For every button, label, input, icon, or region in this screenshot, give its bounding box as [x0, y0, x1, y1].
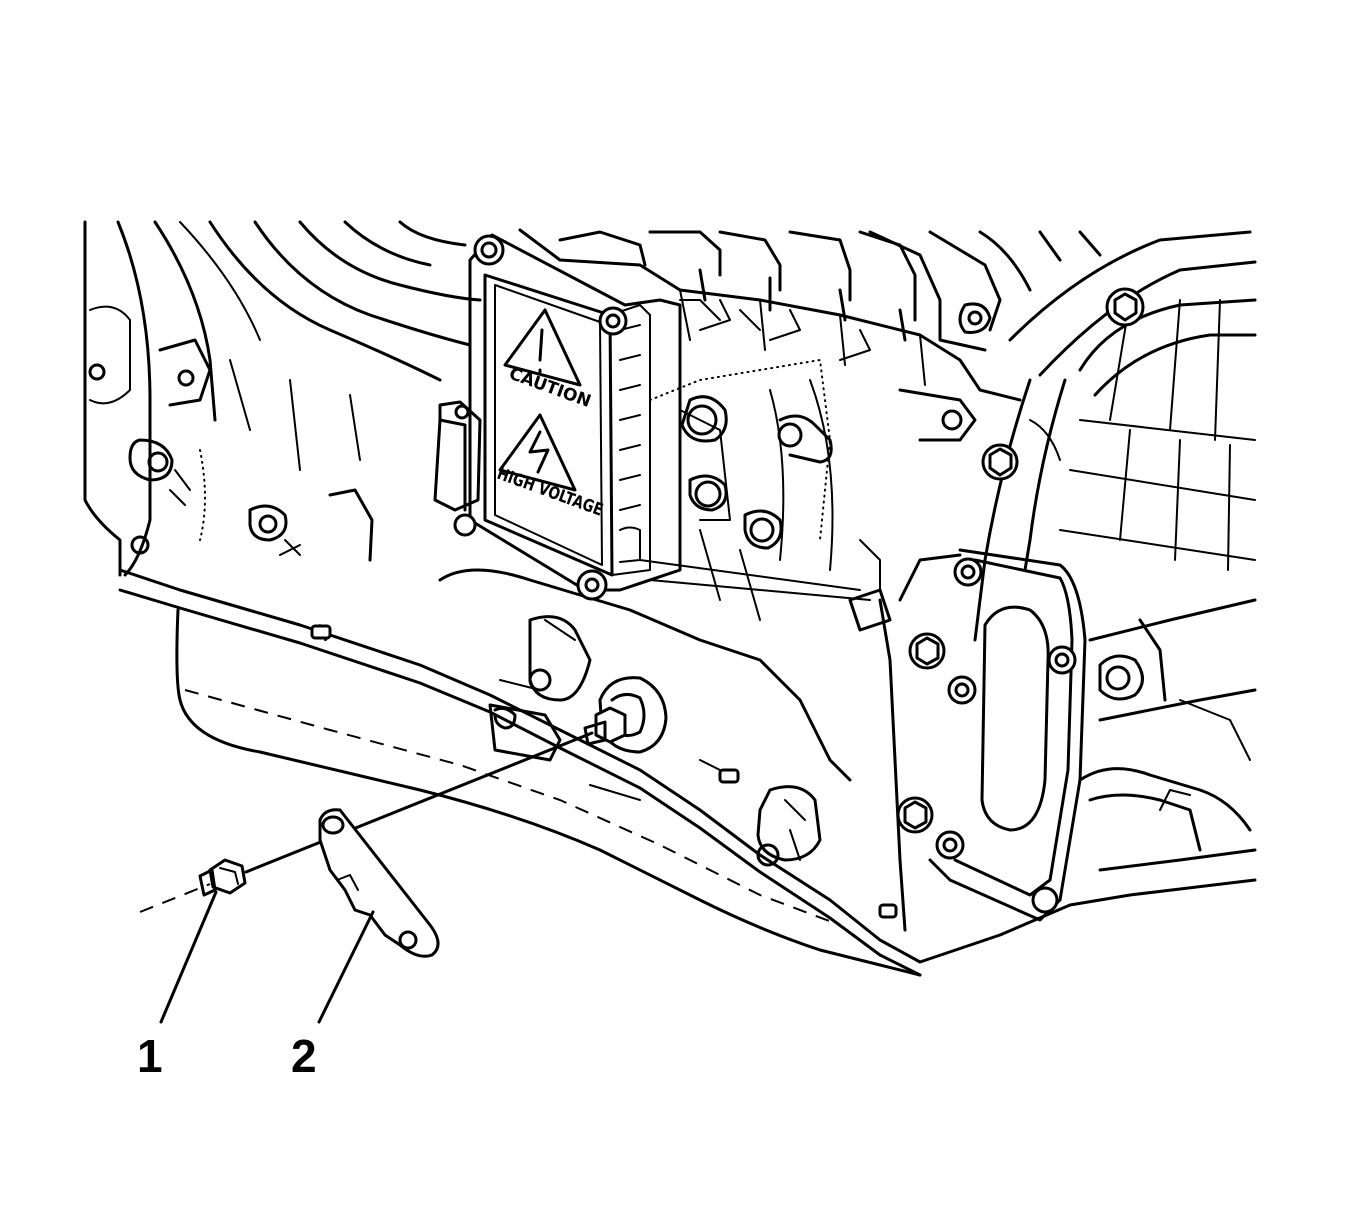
hidden-axis-line	[139, 883, 211, 913]
warning-plate: CAUTION HIGH VOLTAGE	[433, 233, 682, 601]
oil-pan	[118, 568, 1257, 977]
transmission-case-right	[848, 230, 1257, 932]
transmission-case-left	[83, 220, 482, 577]
leader-line-2	[317, 910, 375, 1024]
upper-case-ribs	[518, 228, 1102, 442]
assembly-axis-line	[244, 731, 594, 874]
bracket-part	[318, 808, 440, 958]
sensor-boss	[583, 676, 668, 754]
leader-lines	[159, 890, 375, 1024]
exclamation-triangle-icon	[503, 308, 582, 387]
valve-body-area	[438, 299, 871, 867]
exploded-assembly	[139, 731, 594, 958]
callout-1: 1	[137, 1030, 163, 1082]
flange-nut-part	[208, 858, 247, 895]
callout-2: 2	[291, 1030, 317, 1082]
leader-line-1	[159, 890, 218, 1024]
